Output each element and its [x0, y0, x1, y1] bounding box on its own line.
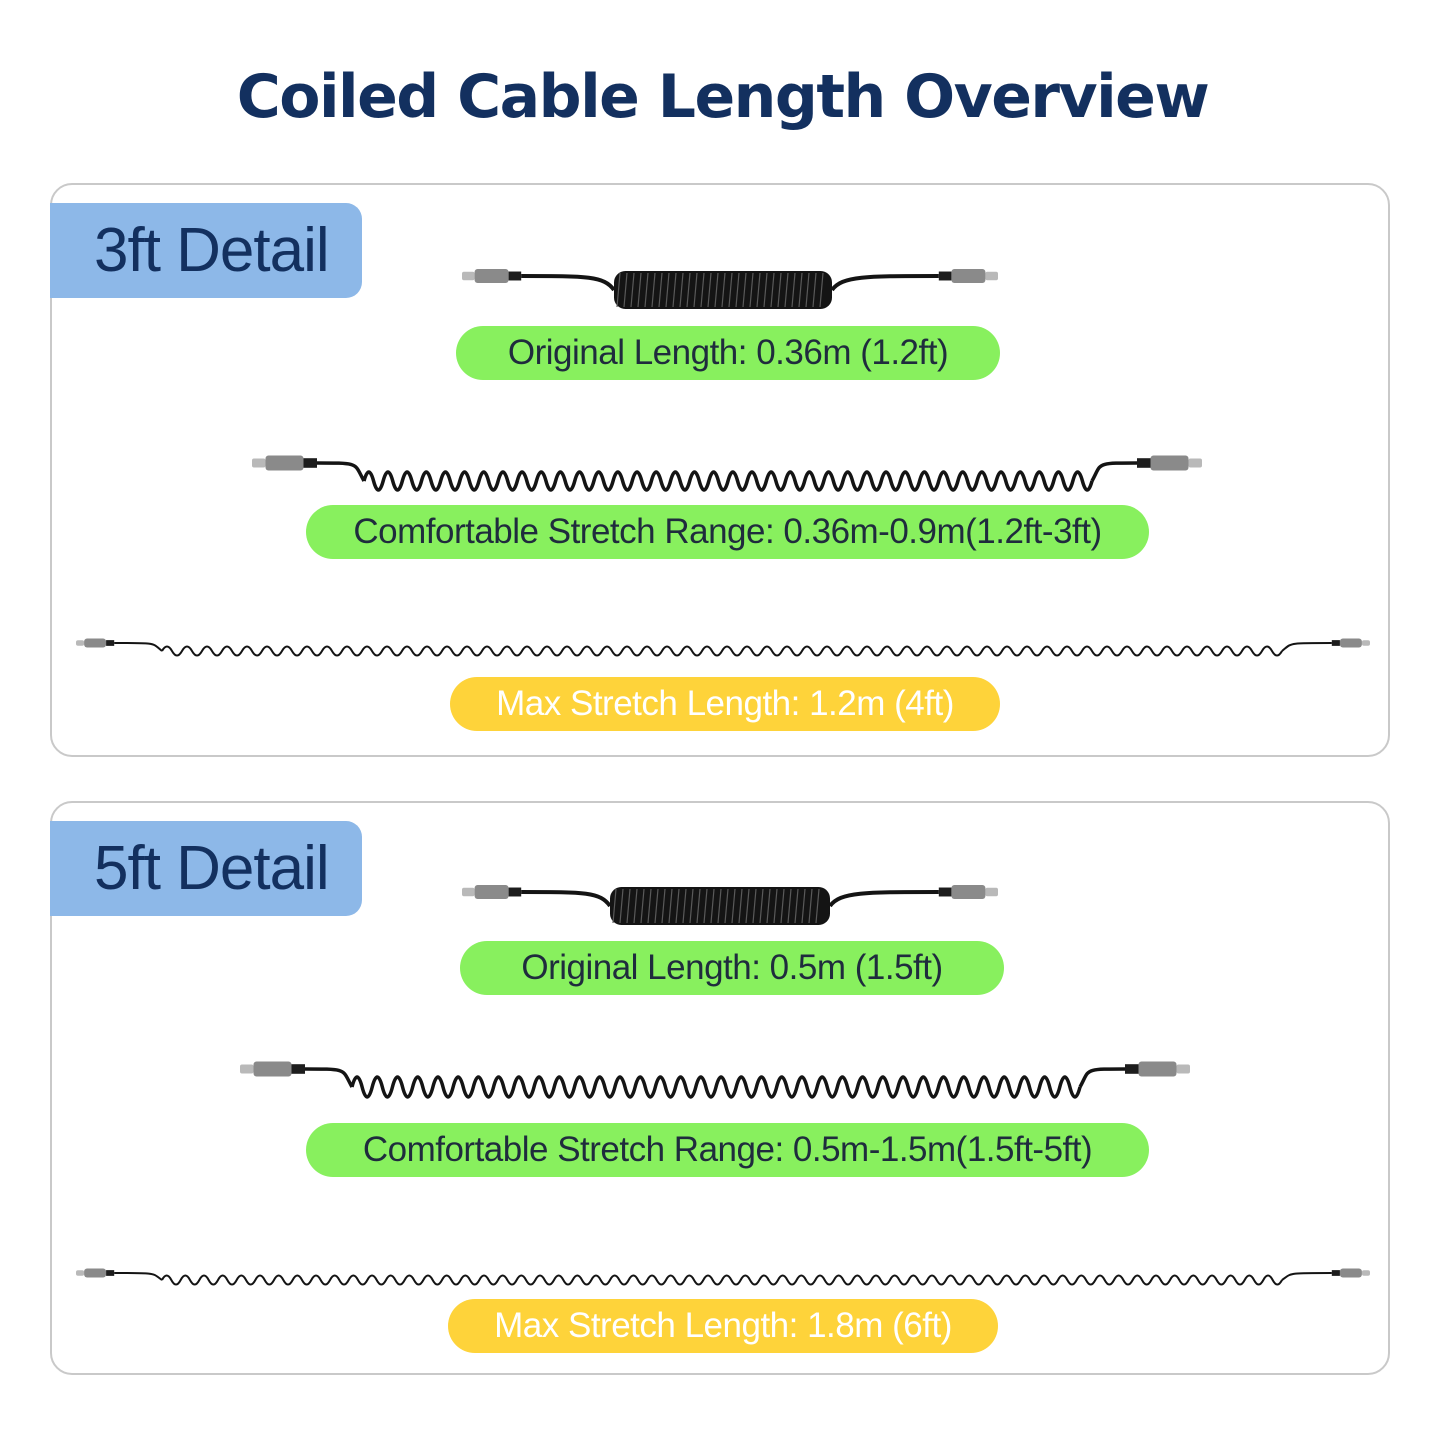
usb-c-connector-icon: [252, 455, 317, 471]
coiled-cable-icon: [76, 638, 1370, 657]
usb-c-connector-icon: [938, 269, 998, 283]
coiled-cable-icon: [462, 885, 998, 925]
comfortable-stretch-label: Comfortable Stretch Range: 0.36m-0.9m(1.…: [306, 505, 1149, 559]
usb-c-connector-icon: [1331, 1268, 1370, 1278]
max-stretch-label: Max Stretch Length: 1.8m (6ft): [448, 1299, 998, 1353]
original-length-label: Original Length: 0.36m (1.2ft): [456, 326, 1000, 380]
coiled-cable-icon: [462, 269, 998, 309]
coiled-cable-icon: [240, 1061, 1190, 1099]
usb-c-connector-icon: [462, 885, 522, 899]
usb-c-connector-icon: [938, 885, 998, 899]
cable-illustration-3ft: [76, 269, 1370, 657]
usb-c-connector-icon: [76, 638, 115, 648]
section-tag: 5ft Detail: [50, 821, 362, 916]
usb-c-connector-icon: [1125, 1061, 1190, 1077]
max-stretch-label: Max Stretch Length: 1.2m (4ft): [450, 677, 1000, 731]
page-title: Coiled Cable Length Overview: [236, 62, 1210, 132]
usb-c-connector-icon: [1331, 638, 1370, 648]
coiled-cable-icon: [252, 455, 1202, 492]
usb-c-connector-icon: [76, 1268, 115, 1278]
original-length-label: Original Length: 0.5m (1.5ft): [460, 941, 1004, 995]
section-5ft-detail: 5ft Detail Original Length: 0.5m (1.5ft)…: [50, 801, 1390, 1375]
coiled-cable-icon: [76, 1268, 1370, 1286]
usb-c-connector-icon: [1137, 455, 1202, 471]
usb-c-connector-icon: [240, 1061, 305, 1077]
comfortable-stretch-label: Comfortable Stretch Range: 0.5m-1.5m(1.5…: [306, 1123, 1149, 1177]
section-tag: 3ft Detail: [50, 203, 362, 298]
section-3ft-detail: 3ft Detail Original Length: 0.36m (1.2ft…: [50, 183, 1390, 757]
cable-illustration-5ft: [76, 885, 1370, 1286]
usb-c-connector-icon: [462, 269, 522, 283]
